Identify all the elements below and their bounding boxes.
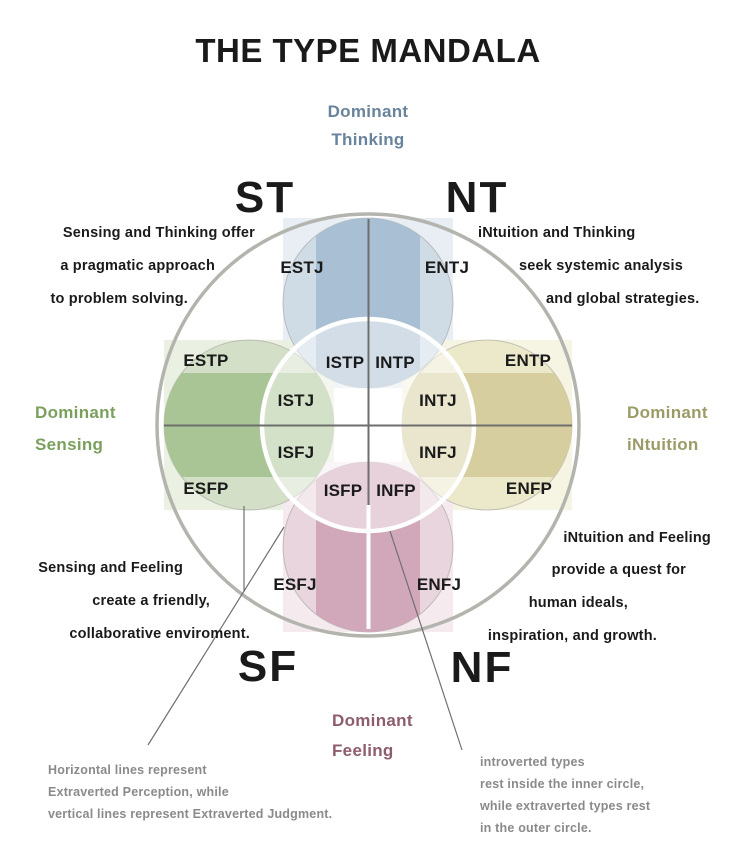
type-label-enfj: ENFJ xyxy=(417,575,461,594)
black-text-layer: THE TYPE MANDALA ST NT SF NF Sensing and… xyxy=(38,32,711,692)
pointer-line-lines-legend xyxy=(147,526,285,746)
type-label-esfp: ESFP xyxy=(183,479,228,498)
pointer-line-circles-legend xyxy=(389,530,463,751)
quadrant-desc-nf-line-4: inspiration, and growth. xyxy=(488,628,657,644)
quadrant-desc-nt-line-1: iNtuition and Thinking xyxy=(478,225,635,241)
type-label-intj: INTJ xyxy=(419,391,457,410)
dominant-thinking-line-1: Dominant xyxy=(328,102,409,121)
type-label-esfj: ESFJ xyxy=(273,575,316,594)
dominant-labels: Dominant Thinking Dominant Sensing Domin… xyxy=(35,102,708,760)
quadrant-desc-nt-line-2: seek systemic analysis xyxy=(519,258,683,274)
footnote-lines-legend-line-2: Extraverted Perception, while xyxy=(48,785,229,799)
type-label-estj: ESTJ xyxy=(280,258,323,277)
footnote-lines-legend-line-3: vertical lines represent Extraverted Jud… xyxy=(48,807,332,821)
dominant-thinking-line-2: Thinking xyxy=(331,130,404,149)
quadrant-label-nf: NF xyxy=(451,643,514,692)
footnote-circles-legend-line-1: introverted types xyxy=(480,755,585,769)
quadrant-label-st: ST xyxy=(235,173,295,222)
quadrant-desc-st-line-3: to problem solving. xyxy=(50,291,188,307)
type-label-istj: ISTJ xyxy=(278,391,315,410)
page-title: THE TYPE MANDALA xyxy=(195,32,540,69)
footnote-circles-legend-line-3: while extraverted types rest xyxy=(479,799,651,813)
pointer-lines xyxy=(147,506,463,751)
quadrant-desc-nf-line-2: provide a quest for xyxy=(552,562,686,578)
type-label-infp: INFP xyxy=(376,481,416,500)
footnote-circles-legend-line-2: rest inside the inner circle, xyxy=(480,777,644,791)
quadrant-desc-nf-line-3: human ideals, xyxy=(529,595,628,611)
dominant-feeling-line-1: Dominant xyxy=(332,711,413,730)
outer-circle xyxy=(155,212,581,638)
type-label-istp: ISTP xyxy=(326,353,365,372)
quadrant-desc-nt-line-3: and global strategies. xyxy=(546,291,699,307)
quadrant-desc-nf-line-1: iNtuition and Feeling xyxy=(563,530,711,546)
quadrant-label-nt: NT xyxy=(446,173,509,222)
footnotes: Horizontal lines represent Extraverted P… xyxy=(48,755,651,835)
dominant-feeling-label: Dominant Feeling xyxy=(332,711,413,760)
type-label-estp: ESTP xyxy=(183,351,228,370)
type-label-infj: INFJ xyxy=(419,443,457,462)
type-label-intp: INTP xyxy=(375,353,415,372)
dominant-sensing-label: Dominant Sensing xyxy=(35,403,116,454)
footnote-lines-legend-line-1: Horizontal lines represent xyxy=(48,763,207,777)
quadrant-desc-sf-line-3: collaborative enviroment. xyxy=(69,626,250,642)
type-label-entp: ENTP xyxy=(505,351,551,370)
dominant-thinking-label: Dominant Thinking xyxy=(328,102,409,149)
quadrant-desc-sf-line-1: Sensing and Feeling xyxy=(38,560,183,576)
type-label-isfp: ISFP xyxy=(324,481,363,500)
type-label-entj: ENTJ xyxy=(425,258,469,277)
dominant-intuition-line-2: iNtuition xyxy=(627,435,699,454)
quadrant-desc-st-line-2: a pragmatic approach xyxy=(60,258,215,274)
quadrant-desc-sf-line-2: create a friendly, xyxy=(92,593,210,609)
dominant-intuition-label: Dominant iNtuition xyxy=(627,403,708,454)
dominant-sensing-line-1: Dominant xyxy=(35,403,116,422)
quadrant-desc-st-line-1: Sensing and Thinking offer xyxy=(63,225,255,241)
dominant-sensing-line-2: Sensing xyxy=(35,435,103,454)
quadrant-label-sf: SF xyxy=(238,642,298,691)
dominant-intuition-line-1: Dominant xyxy=(627,403,708,422)
dominant-feeling-line-2: Feeling xyxy=(332,741,394,760)
type-label-isfj: ISFJ xyxy=(278,443,315,462)
footnote-circles-legend-line-4: in the outer circle. xyxy=(480,821,592,835)
type-label-enfp: ENFP xyxy=(506,479,552,498)
